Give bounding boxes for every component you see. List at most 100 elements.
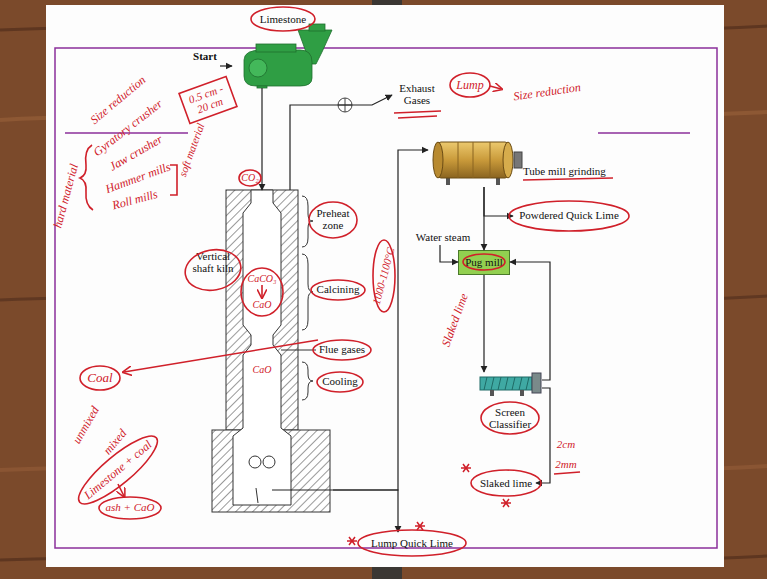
shaft-kiln <box>272 489 333 490</box>
ink-circle <box>239 170 261 186</box>
node-label: Lump Quick Lime <box>362 537 462 549</box>
tube-mill <box>438 142 508 178</box>
product-output: Powdered Quick Lime <box>513 203 625 229</box>
zone-bracket <box>281 196 316 400</box>
node-label: Limestone <box>255 13 311 25</box>
node-label: Tube mill grinding <box>523 165 613 177</box>
mill-unit: Tube mill grinding <box>428 135 613 187</box>
ink-circle <box>481 402 539 434</box>
screen-classifier <box>520 390 524 396</box>
ink-underline <box>394 111 613 474</box>
ink-asterisk <box>415 522 425 530</box>
zone-bracket <box>302 254 313 330</box>
ink-arrow <box>490 86 501 89</box>
crusher-icon <box>249 59 267 77</box>
ink-circle <box>71 7 629 556</box>
handwritten-dimension: 2cm <box>557 439 575 451</box>
handwritten-note: soft material <box>177 122 207 178</box>
handwritten-note: Lump <box>456 79 483 92</box>
crusher-unit: Limestone <box>232 8 332 88</box>
ink-underline <box>554 472 580 474</box>
slide-frame <box>55 48 717 548</box>
ink-circle <box>80 366 120 390</box>
ink-arrow <box>124 340 318 372</box>
handwritten-note: Slaked lime <box>440 292 471 349</box>
ink-circle <box>241 268 283 316</box>
ink-bracket <box>170 165 177 195</box>
slide-frame <box>55 48 717 548</box>
node-label: Powdered Quick Lime <box>513 209 625 221</box>
ink-underline <box>398 116 437 118</box>
crusher-icon <box>257 86 267 88</box>
ink-circle <box>317 372 363 392</box>
ink-circle <box>71 427 166 513</box>
handwritten-note: mixed <box>101 427 129 457</box>
handwritten-temperature: 1000-1100°C <box>371 246 397 306</box>
ink-circle <box>309 202 357 238</box>
handwritten-note: unmixed <box>70 404 101 446</box>
slide-frame <box>598 132 690 134</box>
handwritten-note: ash + CaO <box>106 502 155 514</box>
shaft-kiln <box>263 456 275 468</box>
slide-page <box>46 5 724 567</box>
handwritten-note: hard material <box>51 163 80 230</box>
zone-label: Calcining <box>317 284 360 296</box>
ink-circle <box>313 340 371 360</box>
start-marker: Start <box>190 50 220 70</box>
flow-connector <box>483 275 484 372</box>
handwritten-note: Size reduction <box>513 81 582 103</box>
flow-connector <box>290 95 392 190</box>
flow-connector <box>510 262 550 380</box>
crusher-icon <box>309 24 325 31</box>
handwritten-formula: CaCO₃ <box>247 274 276 285</box>
ink-circle <box>179 76 237 123</box>
product-output: Slaked lime <box>476 472 536 494</box>
flow-connector <box>333 150 428 490</box>
tube-mill <box>503 142 513 178</box>
screen-classifier <box>480 377 532 390</box>
zone-label: Cooling <box>322 376 357 388</box>
tube-mill <box>433 142 522 185</box>
flow-connector <box>440 245 458 262</box>
handwritten-note: Coal <box>87 371 112 385</box>
node-label: Pug mill <box>458 256 510 268</box>
flow-connector <box>220 65 232 66</box>
flow-connector <box>333 490 398 532</box>
product-output: Lump Quick Lime <box>362 532 462 554</box>
ink-arrow <box>261 285 263 297</box>
ink-asterisk <box>347 464 511 545</box>
ink-arrow <box>118 484 124 496</box>
screen-classifier <box>532 373 541 393</box>
shaft-kiln <box>212 190 333 512</box>
crusher-icon <box>256 44 296 52</box>
screen-classifier <box>484 377 529 390</box>
handwritten-formula: CaO <box>253 365 272 376</box>
zone-bracket <box>302 196 313 247</box>
tube-mill <box>514 152 522 168</box>
node-label: Vertical shaft kiln <box>188 250 238 274</box>
shaft-kiln <box>249 456 261 468</box>
ink-circle <box>99 497 161 519</box>
zone-label: Preheat zone <box>313 208 353 231</box>
node-label: Screen Classifier <box>480 406 540 430</box>
ink-asterisk <box>347 537 357 545</box>
ink-circle <box>471 470 541 496</box>
ink-circle <box>450 73 490 97</box>
ink-asterisk <box>461 464 471 472</box>
ink-bracket <box>80 145 93 210</box>
handwritten-formula: CaO <box>253 300 272 311</box>
zone-bracket <box>281 350 316 351</box>
classifier-unit: Screen Classifier <box>478 372 542 434</box>
zone-bracket <box>302 362 313 400</box>
exhaust-fan <box>338 98 352 112</box>
exhaust-fan <box>338 98 352 112</box>
flow-connector <box>484 187 513 216</box>
shaft-kiln <box>256 488 258 503</box>
input-stream: Water steam <box>412 229 474 245</box>
exhaust-fan <box>338 98 352 112</box>
handwritten-dimension: 2mm <box>555 459 576 471</box>
ink-circle <box>311 280 365 300</box>
